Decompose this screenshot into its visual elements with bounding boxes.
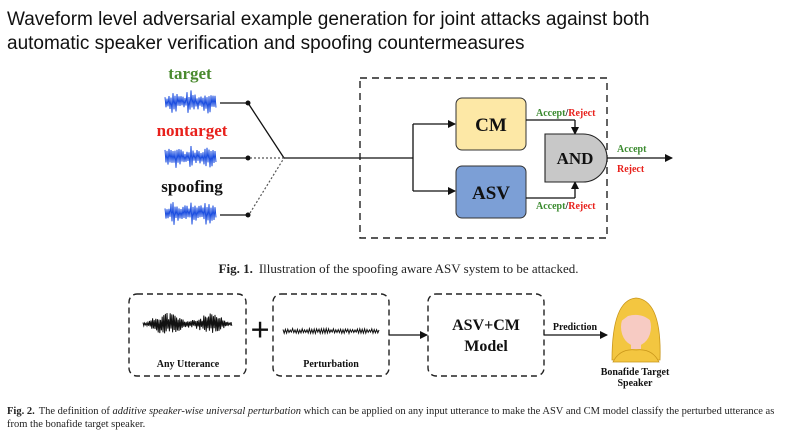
- and-label: AND: [557, 149, 594, 168]
- utterance-waveform: [142, 312, 233, 334]
- output-accept: Accept: [617, 144, 647, 155]
- asv-box: [455, 165, 527, 219]
- asv-reject-text: Reject: [568, 201, 596, 212]
- switch-dot-spoofing: [245, 212, 251, 218]
- input-label-nontarget: nontarget: [157, 121, 228, 140]
- switch-line-target: [247, 102, 285, 159]
- cm-decision-label: Accept/Reject: [536, 108, 596, 119]
- asv-decision-label: Accept/Reject: [536, 201, 596, 212]
- model-line2: Model: [464, 338, 508, 355]
- asv-label: ASV: [472, 183, 510, 204]
- page-title-line2: automatic speaker verification and spoof…: [7, 33, 525, 54]
- perturbation-label: Perturbation: [303, 359, 359, 370]
- fig2-caption-label: Fig. 2.: [7, 406, 35, 417]
- model-box: [427, 293, 545, 377]
- fig2-caption-pre: The definition of: [38, 406, 113, 417]
- fig2-caption: Fig. 2.The definition of additive speake…: [7, 405, 792, 431]
- waveform-nontarget: [164, 145, 217, 168]
- target-line1: Bonafide Target: [601, 367, 670, 378]
- cm-box: [455, 97, 527, 151]
- plus-sign: +: [250, 312, 269, 349]
- fig2-caption-em: additive speaker-wise universal perturba…: [112, 406, 301, 417]
- page-title: Waveform level adversarial example gener…: [7, 8, 792, 56]
- switch-dot-nontarget: [245, 155, 251, 161]
- output-reject: Reject: [617, 164, 645, 175]
- bonafide-speaker-avatar: [611, 297, 661, 363]
- fig1-diagram: target nontarget spoofing CM ASV: [157, 64, 673, 239]
- cm-label: CM: [475, 115, 507, 136]
- and-gate: [544, 133, 608, 183]
- utterance-box: [128, 293, 247, 377]
- utterance-label: Any Utterance: [157, 359, 220, 370]
- perturbation-waveform: [282, 326, 380, 336]
- switch-line-spoofing: [249, 157, 285, 214]
- waveform-spoofing: [164, 202, 217, 225]
- target-line2: Speaker: [618, 378, 654, 389]
- fig2-diagram: Any Utterance + Perturbation ASV+CM Mode…: [128, 293, 670, 389]
- waveform-target: [164, 90, 217, 114]
- fig1-caption: Fig. 1. Illustration of the spoofing awar…: [0, 261, 797, 277]
- prediction-label: Prediction: [553, 322, 598, 333]
- asv-accept-text: Accept: [536, 201, 566, 212]
- fig2-caption-post: which can be applied on any input uttera…: [7, 406, 775, 430]
- model-line1: ASV+CM: [452, 317, 520, 334]
- asv-sep-text: /: [564, 201, 568, 212]
- fig1-caption-label: Fig. 1.: [218, 261, 253, 276]
- page-title-line1: Waveform level adversarial example gener…: [7, 9, 650, 30]
- cm-reject-text: Reject: [568, 108, 596, 119]
- fig1-caption-text: Illustration of the spoofing aware ASV s…: [258, 261, 579, 276]
- input-label-target: target: [168, 64, 212, 83]
- cm-sep-text: /: [564, 108, 568, 119]
- cm-accept-text: Accept: [536, 108, 566, 119]
- input-label-spoofing: spoofing: [161, 177, 223, 196]
